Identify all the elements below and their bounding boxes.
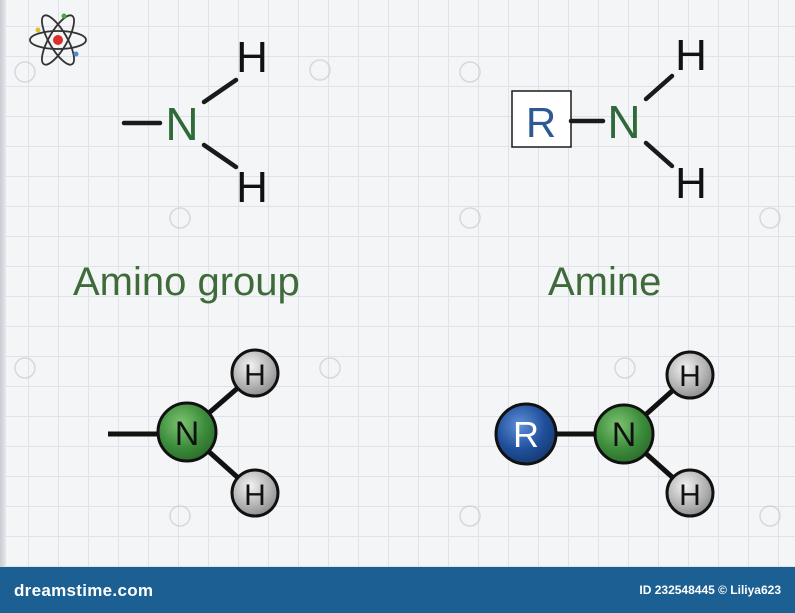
amine-bond-n-h-top xyxy=(643,73,675,102)
amino-group-title: Amino group xyxy=(73,260,300,304)
footer-bar: dreamstime.com ID 232548445 © Liliya623 xyxy=(0,567,795,613)
ball-amino-hydrogen-top-label: H xyxy=(244,359,266,392)
amine-r-label: R xyxy=(526,99,556,146)
ball-amino-hydrogen-bottom-atom xyxy=(230,468,280,518)
amine-nitrogen-label: N xyxy=(607,96,640,148)
amino-group-ball-model: N H H xyxy=(108,348,280,518)
ball-amine-nitrogen-label: N xyxy=(612,416,637,454)
ball-amino-hydrogen-top-atom xyxy=(230,348,280,398)
chemistry-diagram: N H H R N H H N H H xyxy=(14,13,781,527)
ball-amino-nitrogen-atom xyxy=(156,401,218,463)
amino-hydrogen-bottom-label: H xyxy=(236,163,268,212)
ball-amine-hydrogen-top-label: H xyxy=(679,360,701,393)
amine-r-box xyxy=(511,90,572,148)
amine-structure: R N H H xyxy=(511,31,707,208)
amino-bond-n-h-top xyxy=(201,77,239,105)
brand-logo[interactable]: dreamstime.com xyxy=(14,581,154,600)
ball-amine-r-atom xyxy=(494,402,558,466)
amine-bond-n-h-bottom xyxy=(643,140,675,169)
amino-bond-n-h-bottom xyxy=(201,142,239,170)
amino-hydrogen-top-label: H xyxy=(236,33,268,82)
watermark-pattern xyxy=(14,59,781,527)
atom-logo-icon xyxy=(29,13,87,66)
amine-hydrogen-bottom-label: H xyxy=(675,159,707,208)
amine-title: Amine xyxy=(548,260,662,304)
image-id-credit: ID 232548445 © Liliya623 xyxy=(639,583,781,597)
amino-group-structure: N H H xyxy=(121,33,268,212)
amine-ball-model: R N H H xyxy=(494,350,715,518)
ball-amino-hydrogen-bottom-label: H xyxy=(244,479,266,512)
ball-amine-r-label: R xyxy=(513,414,539,455)
amine-hydrogen-top-label: H xyxy=(675,31,707,80)
page-edge-shadow xyxy=(0,0,8,567)
ball-amine-hydrogen-bottom-label: H xyxy=(679,479,701,512)
ball-amine-hydrogen-bottom-atom xyxy=(665,468,715,518)
ball-amino-nitrogen-label: N xyxy=(175,415,200,453)
ball-amine-nitrogen-atom xyxy=(593,403,655,465)
amino-nitrogen-label: N xyxy=(165,98,198,150)
ball-amine-hydrogen-top-atom xyxy=(665,350,715,400)
